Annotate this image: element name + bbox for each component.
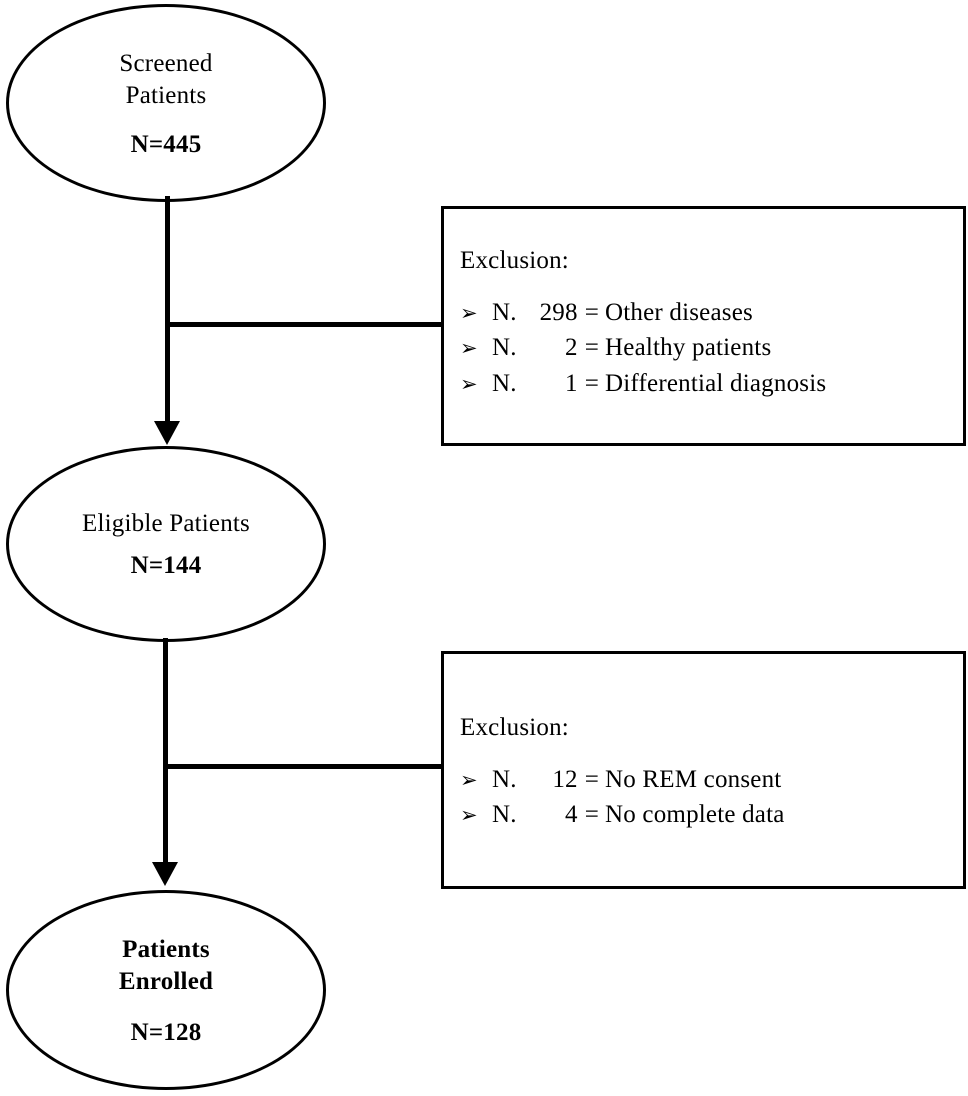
exclusion-item-text: No REM consent [605,765,782,793]
arrow-bullet-icon: ➢ [460,803,478,827]
exclusion-item-prefix: N. [492,369,517,397]
node-screened-patients: Screened Patients N=445 [6,4,326,202]
exclusion-item-prefix: N. [492,334,517,361]
exclusion-box-1-list: ➢ N. 298 = Other diseases ➢ N. 2 = Healt… [460,295,955,402]
exclusion-item: ➢ N. 2 = Healthy patients [460,330,955,366]
connector-screened-to-eligible-line [165,196,170,428]
exclusion-box-2-list: ➢ N. 12 = No REM consent ➢ N. 4 = No com… [460,762,955,833]
exclusion-item-number: 4 [565,801,578,828]
exclusion-item-number: 12 [552,765,578,793]
exclusion-box-1-heading: Exclusion: [460,247,569,274]
connector-screened-to-eligible-arrowhead [154,421,180,445]
node-eligible-patients-title: Eligible Patients [82,509,250,537]
exclusion-item: ➢ N. 4 = No complete data [460,797,955,833]
arrow-bullet-icon: ➢ [460,371,478,396]
exclusion-item: ➢ N. 12 = No REM consent [460,762,955,798]
exclusion-box-2-content: Exclusion: ➢ N. 12 = No REM consent ➢ N.… [460,714,955,833]
connector-screened-to-exclusion-1-line [165,322,444,327]
node-eligible-patients-count: N=144 [130,552,202,580]
node-eligible-patients: Eligible Patients N=144 [6,446,326,642]
exclusion-item-number: 298 [539,298,578,326]
connector-eligible-to-enrolled-arrowhead [152,862,178,886]
node-patients-enrolled-count: N=128 [130,1018,202,1046]
connector-eligible-to-enrolled-line [163,638,168,866]
exclusion-item-equals: = [584,765,600,793]
exclusion-item: ➢ N. 298 = Other diseases [460,295,955,331]
exclusion-item-prefix: N. [492,765,517,793]
exclusion-item-text: Differential diagnosis [605,369,827,397]
connector-eligible-to-exclusion-2-line [163,764,444,769]
node-patients-enrolled: Patients Enrolled N=128 [6,890,326,1090]
exclusion-item-equals: = [584,801,600,828]
arrow-bullet-icon: ➢ [460,767,478,792]
exclusion-item-text: No complete data [605,801,785,828]
exclusion-item-number: 1 [565,369,578,397]
exclusion-item-prefix: N. [492,801,517,828]
arrow-bullet-icon: ➢ [460,300,478,325]
exclusion-item-equals: = [584,369,600,397]
exclusion-item-text: Other diseases [605,298,753,326]
exclusion-item-equals: = [584,334,600,361]
node-screened-patients-title: Screened Patients [119,49,213,110]
exclusion-box-1-content: Exclusion: ➢ N. 298 = Other diseases ➢ N… [460,247,955,401]
exclusion-box-2-heading: Exclusion: [460,714,569,741]
exclusion-item-prefix: N. [492,298,517,326]
exclusion-item-number: 2 [565,334,578,361]
exclusion-item-text: Healthy patients [605,334,772,361]
exclusion-box-1: Exclusion: ➢ N. 298 = Other diseases ➢ N… [441,206,966,446]
exclusion-item-equals: = [584,298,600,326]
exclusion-box-2: Exclusion: ➢ N. 12 = No REM consent ➢ N.… [441,651,966,889]
node-screened-patients-count: N=445 [130,130,202,158]
exclusion-item: ➢ N. 1 = Differential diagnosis [460,366,955,402]
arrow-bullet-icon: ➢ [460,336,478,360]
node-patients-enrolled-title: Patients Enrolled [118,935,214,996]
